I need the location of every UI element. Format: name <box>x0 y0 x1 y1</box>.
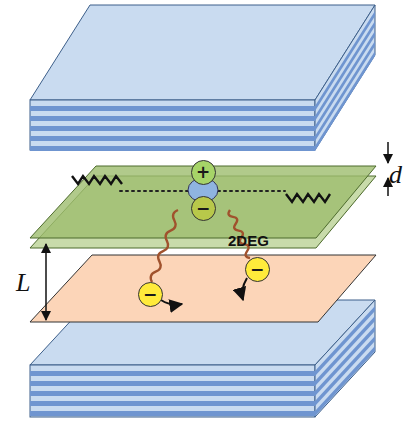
charge-sign: − <box>196 200 210 217</box>
mirror-layer <box>315 336 375 406</box>
2deg-plane <box>30 255 376 322</box>
mirror-layer <box>315 41 375 141</box>
electron-charge: − <box>138 282 163 307</box>
hole-charge: + <box>191 160 216 185</box>
dimension-arrows <box>46 142 388 320</box>
mirror-layer <box>315 21 375 121</box>
charge-sign: + <box>196 164 210 181</box>
mirror-layer <box>30 116 315 121</box>
dimension-label: d <box>389 160 402 190</box>
electron-charge: − <box>191 196 216 221</box>
mirror-layer <box>30 411 315 416</box>
mirror-layer <box>30 136 315 141</box>
charge-sign: − <box>143 286 157 303</box>
top-mirror <box>30 5 375 151</box>
mirror-layer <box>315 306 375 376</box>
electron-charge: − <box>245 257 270 282</box>
electron-arrows <box>161 278 247 305</box>
layer-label: 2DEG <box>228 232 269 249</box>
charge-sign: − <box>250 261 264 278</box>
mirror-layer <box>315 316 375 386</box>
mirror-layer <box>30 371 315 376</box>
mirror-layer <box>30 146 315 151</box>
mirror-layer <box>315 31 375 131</box>
dimension-label: L <box>16 268 30 298</box>
mirror-layer <box>315 326 375 396</box>
mirror-layer <box>315 346 375 416</box>
mirror-layer <box>30 401 315 406</box>
mirror-layer <box>30 126 315 131</box>
mirror-layer <box>30 106 315 111</box>
mirror-layer <box>315 51 375 151</box>
mirror-layer <box>30 391 315 396</box>
mirror-layer <box>30 381 315 386</box>
mirror-layer <box>315 11 375 111</box>
